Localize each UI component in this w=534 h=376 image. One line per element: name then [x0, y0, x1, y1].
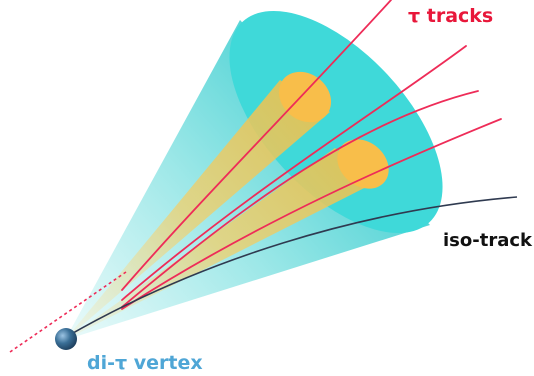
tau-tracks-label: τ tracks [408, 5, 493, 27]
cone-base [229, 11, 443, 233]
tau-track-1 [121, 0, 392, 291]
iso-track-label: iso-track [443, 230, 533, 251]
iso-track-line [65, 196, 518, 338]
tau-track-2 [121, 45, 467, 301]
tau-track-3 [121, 90, 479, 308]
signal-cone-lower [65, 148, 380, 340]
tau-track-4 [121, 118, 502, 310]
di-tau-vertex [55, 328, 77, 350]
signal-spot-upper [278, 71, 332, 123]
signal-cone-upper [65, 80, 330, 340]
vertex-label: di-τ vertex [87, 352, 203, 374]
signal-spot-lower [337, 139, 389, 189]
tau-tracks [121, 0, 502, 310]
